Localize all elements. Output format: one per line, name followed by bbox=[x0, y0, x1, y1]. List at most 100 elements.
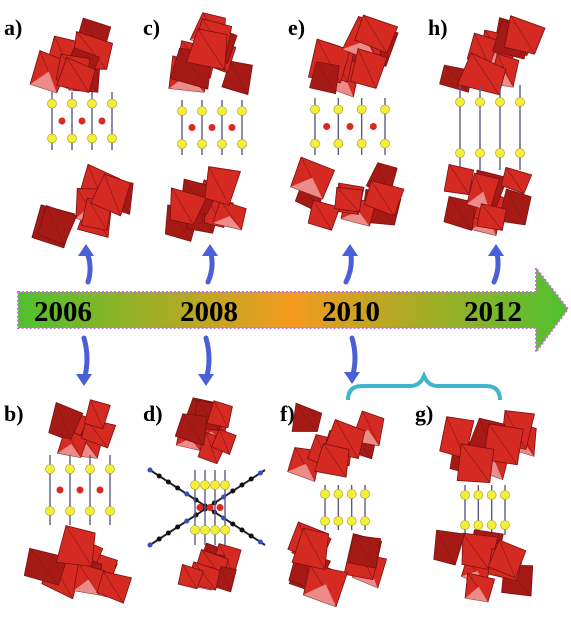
metal-atom bbox=[380, 138, 390, 149]
linker-atom bbox=[156, 473, 162, 479]
metal-atom bbox=[45, 464, 55, 474]
metal-linker-core bbox=[320, 485, 370, 530]
metal-atom bbox=[190, 525, 200, 535]
grouping-brace bbox=[346, 370, 502, 401]
octahedron bbox=[433, 529, 466, 566]
octahedron-edge bbox=[46, 205, 65, 245]
metal-atom bbox=[455, 97, 465, 107]
metal-atom bbox=[473, 490, 484, 500]
metal-atom bbox=[515, 148, 525, 158]
octahedron-edge bbox=[193, 561, 216, 591]
metal-atom bbox=[356, 104, 367, 115]
octahedron-edge bbox=[352, 535, 377, 569]
linker-atom bbox=[175, 485, 181, 491]
polyhedra-cluster bbox=[164, 166, 247, 242]
octahedron-edge bbox=[220, 566, 231, 593]
metal-atom bbox=[495, 148, 505, 158]
metal-atom bbox=[87, 133, 97, 144]
metal-atom bbox=[360, 516, 370, 526]
metal-atom bbox=[333, 489, 344, 499]
octahedron-edge bbox=[87, 197, 108, 231]
linker-atom bbox=[239, 482, 245, 488]
metal-atom bbox=[47, 98, 57, 109]
polyhedra-cluster bbox=[177, 542, 242, 593]
octahedron-face-highlight bbox=[341, 210, 370, 227]
metal-atom bbox=[105, 506, 115, 516]
oxygen-atom bbox=[76, 486, 84, 494]
octahedron-edge bbox=[182, 564, 198, 589]
metal-atom bbox=[177, 139, 187, 149]
polyhedra-cluster bbox=[443, 163, 533, 236]
metal-atom bbox=[310, 104, 320, 115]
octahedron-edge bbox=[90, 399, 104, 429]
oxygen-atom bbox=[228, 124, 236, 131]
polyhedra-cluster bbox=[29, 17, 114, 94]
pointer-arrow bbox=[342, 244, 358, 285]
octahedron-edge bbox=[219, 429, 230, 455]
polyhedra-cluster bbox=[287, 402, 385, 482]
panel-label-c: c) bbox=[143, 15, 160, 40]
linker-atom bbox=[156, 536, 162, 542]
octahedron bbox=[204, 166, 241, 206]
octahedron-edge bbox=[357, 48, 377, 89]
linker-atom bbox=[257, 470, 263, 476]
octahedron-edge bbox=[448, 196, 472, 231]
octahedron-face-highlight bbox=[303, 584, 337, 607]
pointer-shaft bbox=[81, 335, 90, 383]
octahedron-edge bbox=[230, 61, 249, 95]
octahedron-edge bbox=[323, 443, 347, 478]
metal-atom bbox=[455, 148, 465, 158]
metal-atom bbox=[237, 139, 247, 149]
panel-label-f: f) bbox=[280, 401, 295, 426]
octahedron-edge bbox=[208, 166, 230, 206]
linker-atom bbox=[248, 533, 254, 539]
octahedron-edge bbox=[104, 174, 121, 216]
metal-atom bbox=[360, 489, 370, 499]
metal-atom bbox=[105, 464, 115, 474]
metal-atom bbox=[310, 138, 320, 149]
pointer-head bbox=[488, 244, 504, 256]
pointer-head bbox=[198, 374, 214, 386]
metal-atom bbox=[486, 520, 497, 530]
metal-atom bbox=[346, 489, 357, 499]
linker-atom bbox=[230, 488, 236, 494]
polyhedra-cluster bbox=[23, 525, 133, 604]
metal-linker-core bbox=[455, 85, 525, 170]
oxygen-atom bbox=[58, 117, 66, 125]
linker-atom bbox=[193, 512, 199, 518]
octahedron-edge bbox=[448, 164, 470, 195]
octahedron-edge bbox=[461, 443, 491, 483]
linker-atom bbox=[184, 518, 190, 524]
timeline-arrow bbox=[17, 265, 570, 356]
organic-linker-cross bbox=[147, 467, 266, 548]
octahedron-edge bbox=[220, 200, 242, 231]
pointer-head bbox=[202, 244, 218, 256]
oxygen-atom bbox=[196, 504, 204, 511]
octahedron-edge bbox=[316, 61, 336, 94]
panel-label-a: a) bbox=[4, 15, 22, 40]
linker-atom bbox=[175, 524, 181, 530]
year-label-2008: 2008 bbox=[180, 296, 238, 328]
metal-atom bbox=[200, 525, 210, 535]
metal-atom bbox=[495, 97, 505, 107]
oxygen-atom bbox=[98, 117, 106, 125]
oxygen-atom bbox=[188, 124, 196, 131]
linker-atom bbox=[230, 521, 236, 527]
metal-linker-core bbox=[460, 485, 510, 535]
octahedron-edge bbox=[205, 432, 218, 464]
metal-atom bbox=[333, 138, 344, 149]
pointer-arrow bbox=[488, 244, 504, 285]
panel-label-g: g) bbox=[415, 401, 433, 426]
octahedron-edge bbox=[462, 533, 490, 570]
metal-atom bbox=[473, 520, 484, 530]
linker-atom bbox=[248, 476, 254, 482]
metal-atom bbox=[515, 97, 525, 107]
octahedron-edge bbox=[444, 64, 469, 93]
octahedron-edge bbox=[213, 400, 229, 428]
octahedron-edge bbox=[78, 563, 99, 596]
metal-atom bbox=[460, 520, 470, 530]
octahedron-edge bbox=[362, 410, 380, 446]
octahedron-edge bbox=[295, 403, 318, 432]
metal-atom bbox=[107, 98, 117, 109]
